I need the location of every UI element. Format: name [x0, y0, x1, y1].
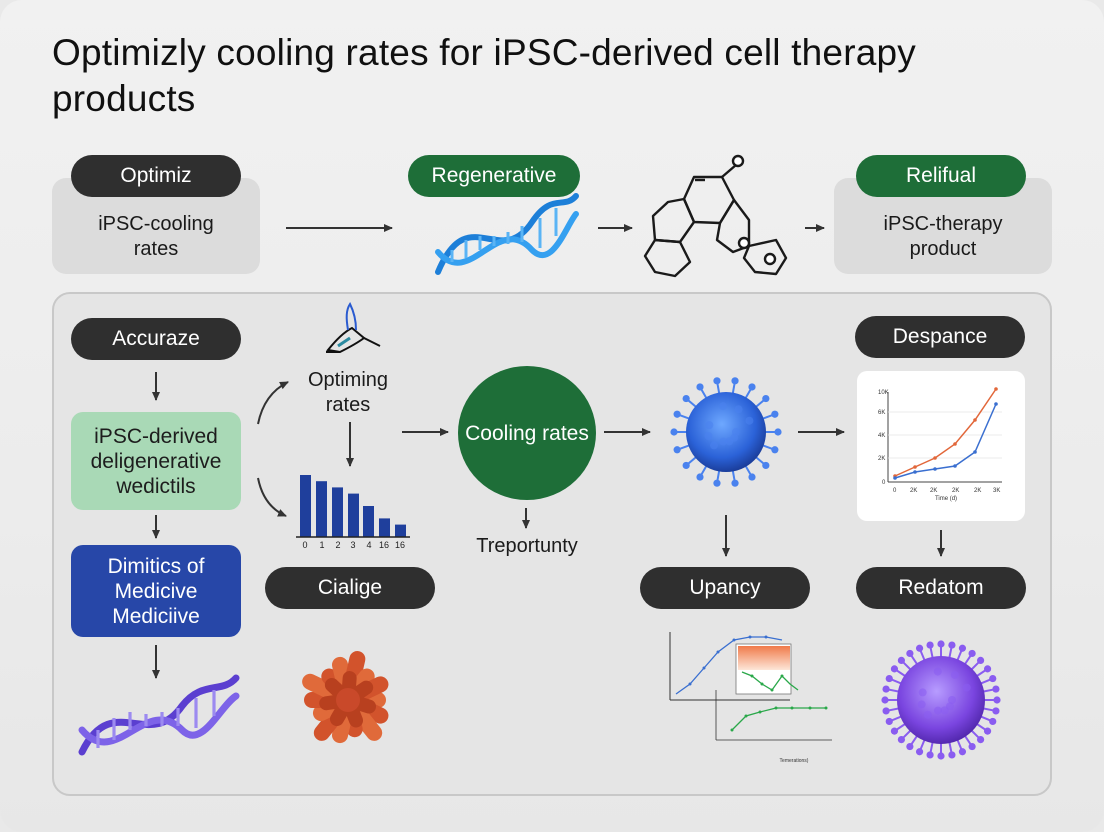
bar — [332, 487, 343, 537]
dna-helix-blue-icon — [435, 193, 579, 275]
cooling-rates-label: Cooling rates — [465, 421, 589, 445]
line-chart-y-tick: 0 — [882, 480, 886, 486]
ipsc-cooling-rates-label: iPSC-cooling rates — [98, 213, 214, 260]
blue-virus-icon — [670, 377, 782, 487]
line-chart-y-tick: 2K — [878, 456, 885, 462]
pipette-icon — [326, 302, 381, 354]
bar — [379, 518, 390, 537]
cialige-pill: Cialige — [265, 567, 435, 609]
optiming-rates-label: Optiming rates — [307, 369, 389, 416]
cooling-rates-circle: Cooling rates — [458, 366, 596, 500]
line-chart-x-tick: 3K — [993, 488, 1000, 494]
ipsc-derived-label: iPSC-derived deligenerative wedictils — [90, 424, 222, 498]
ipsc-therapy-product-label: iPSC-therapy product — [883, 213, 1003, 260]
line-chart-x-tick: 2K — [974, 488, 981, 494]
bar-chart: 0 1 2 3 4 16 16 — [296, 475, 410, 550]
relifual-pill: Relifual — [856, 155, 1026, 197]
line-series-orange — [894, 388, 997, 477]
treportunty-label: Treportunty — [476, 535, 578, 557]
line-chart-y-tick: 6K — [878, 410, 885, 416]
small-chart-xlabel: Temerations) — [780, 758, 809, 764]
regenerative-pill: Regenerative — [408, 155, 580, 197]
bacteria-cluster-icon — [302, 651, 389, 744]
line-chart-xlabel: Time (d) — [935, 496, 957, 502]
bar — [300, 475, 311, 537]
bar-tick: 3 — [350, 540, 355, 550]
dimitics-label: Dimitics of Medicive Mediciive — [107, 554, 205, 628]
line-chart: 10K 6K 4K 2K 0 0 2K 2K 2K 2K 3K Time (d) — [878, 387, 1002, 502]
line-chart-y-tick: 10K — [878, 390, 889, 396]
line-series-blue — [894, 403, 997, 479]
bar-tick: 2 — [335, 540, 340, 550]
dna-helix-purple-icon — [78, 674, 240, 756]
overlapping-charts: Temerations) — [669, 632, 832, 764]
line-chart-y-tick: 4K — [878, 433, 885, 439]
dimitics-box: Dimitics of Medicive Mediciive — [71, 545, 241, 637]
purple-virus-icon — [881, 640, 1001, 760]
upancy-pill: Upancy — [640, 567, 810, 609]
bar — [363, 506, 374, 537]
despance-pill: Despance — [855, 316, 1025, 358]
bar-tick: 16 — [379, 540, 389, 550]
ipsc-derived-box: iPSC-derived deligenerative wedictils — [71, 412, 241, 510]
bar-tick: 4 — [366, 540, 371, 550]
line-chart-x-tick: 2K — [930, 488, 937, 494]
bar — [395, 524, 406, 537]
redatom-pill: Redatom — [856, 567, 1026, 609]
line-chart-card — [857, 371, 1025, 521]
bar-chart-bars — [300, 475, 406, 537]
molecule-structure-icon — [643, 154, 788, 278]
bar-tick: 1 — [319, 540, 324, 550]
bar-tick: 0 — [302, 540, 307, 550]
optimiz-pill: Optimiz — [71, 155, 241, 197]
bar — [348, 493, 359, 537]
bar — [316, 481, 327, 537]
line-chart-x-tick: 2K — [910, 488, 917, 494]
accuraze-pill: Accuraze — [71, 318, 241, 360]
bar-tick: 16 — [395, 540, 405, 550]
panel-arrows — [152, 372, 945, 679]
line-chart-x-tick: 0 — [893, 488, 897, 494]
line-chart-x-tick: 2K — [952, 488, 959, 494]
page-title: Optimizly cooling rates for iPSC-derived… — [52, 32, 916, 119]
